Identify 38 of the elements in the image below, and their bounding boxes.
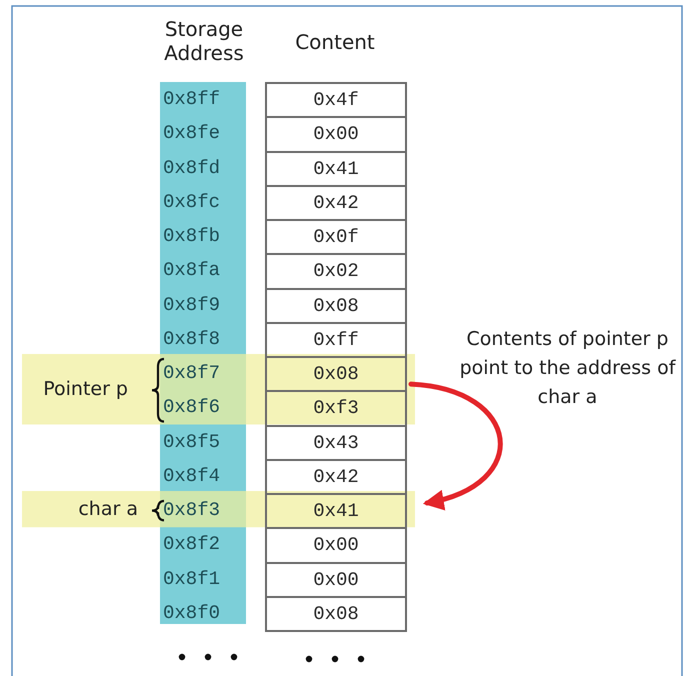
storage-address: 0x8fe — [163, 122, 220, 144]
memory-cell: 0x43 — [265, 426, 407, 461]
storage-address: 0x8f3 — [163, 499, 220, 521]
memory-cell: 0x00 — [265, 564, 407, 598]
variable-label: char a — [78, 498, 138, 520]
memory-cell: 0xff — [265, 324, 407, 358]
storage-address: 0x8ff — [163, 88, 220, 110]
storage-address: 0x8f5 — [163, 430, 220, 452]
storage-address: 0x8fd — [163, 156, 220, 178]
memory-cell: 0x00 — [265, 529, 407, 564]
memory-cell: 0x02 — [265, 255, 407, 290]
memory-cell: 0x42 — [265, 460, 407, 495]
column-heading: Storage Address — [163, 17, 245, 65]
storage-address: 0x8f6 — [163, 396, 220, 418]
memory-cell: 0x41 — [265, 152, 407, 187]
storage-address: 0x8f4 — [163, 464, 220, 487]
memory-cell: 0x08 — [265, 358, 407, 392]
storage-address: 0x8f9 — [163, 294, 220, 316]
pointer-label: Pointer p — [43, 378, 128, 400]
storage-address: 0x8fc — [163, 190, 220, 213]
memory-cell: 0x41 — [265, 495, 407, 530]
storage-address: 0x8fa — [163, 259, 220, 282]
column-heading: Content — [294, 30, 376, 54]
curved-arrow — [408, 382, 502, 510]
memory-cell: 0x42 — [265, 186, 407, 221]
memory-cell: 0x0f — [265, 221, 407, 256]
storage-address: 0x8f7 — [163, 362, 220, 384]
storage-address: 0x8f1 — [163, 568, 220, 590]
memory-cell: 0x00 — [265, 118, 407, 152]
annotation-text: Contents of pointer p point to the address of char a — [458, 327, 677, 410]
memory-cell: 0xf3 — [265, 392, 407, 426]
storage-address: 0x8f2 — [163, 533, 220, 556]
memory-cell: 0x08 — [265, 290, 407, 324]
storage-address: 0x8fb — [163, 225, 220, 247]
storage-address: 0x8f8 — [163, 328, 220, 350]
memory-cell: 0x4f — [265, 82, 407, 118]
memory-cell: 0x08 — [265, 598, 407, 632]
storage-address: 0x8f0 — [163, 602, 220, 624]
